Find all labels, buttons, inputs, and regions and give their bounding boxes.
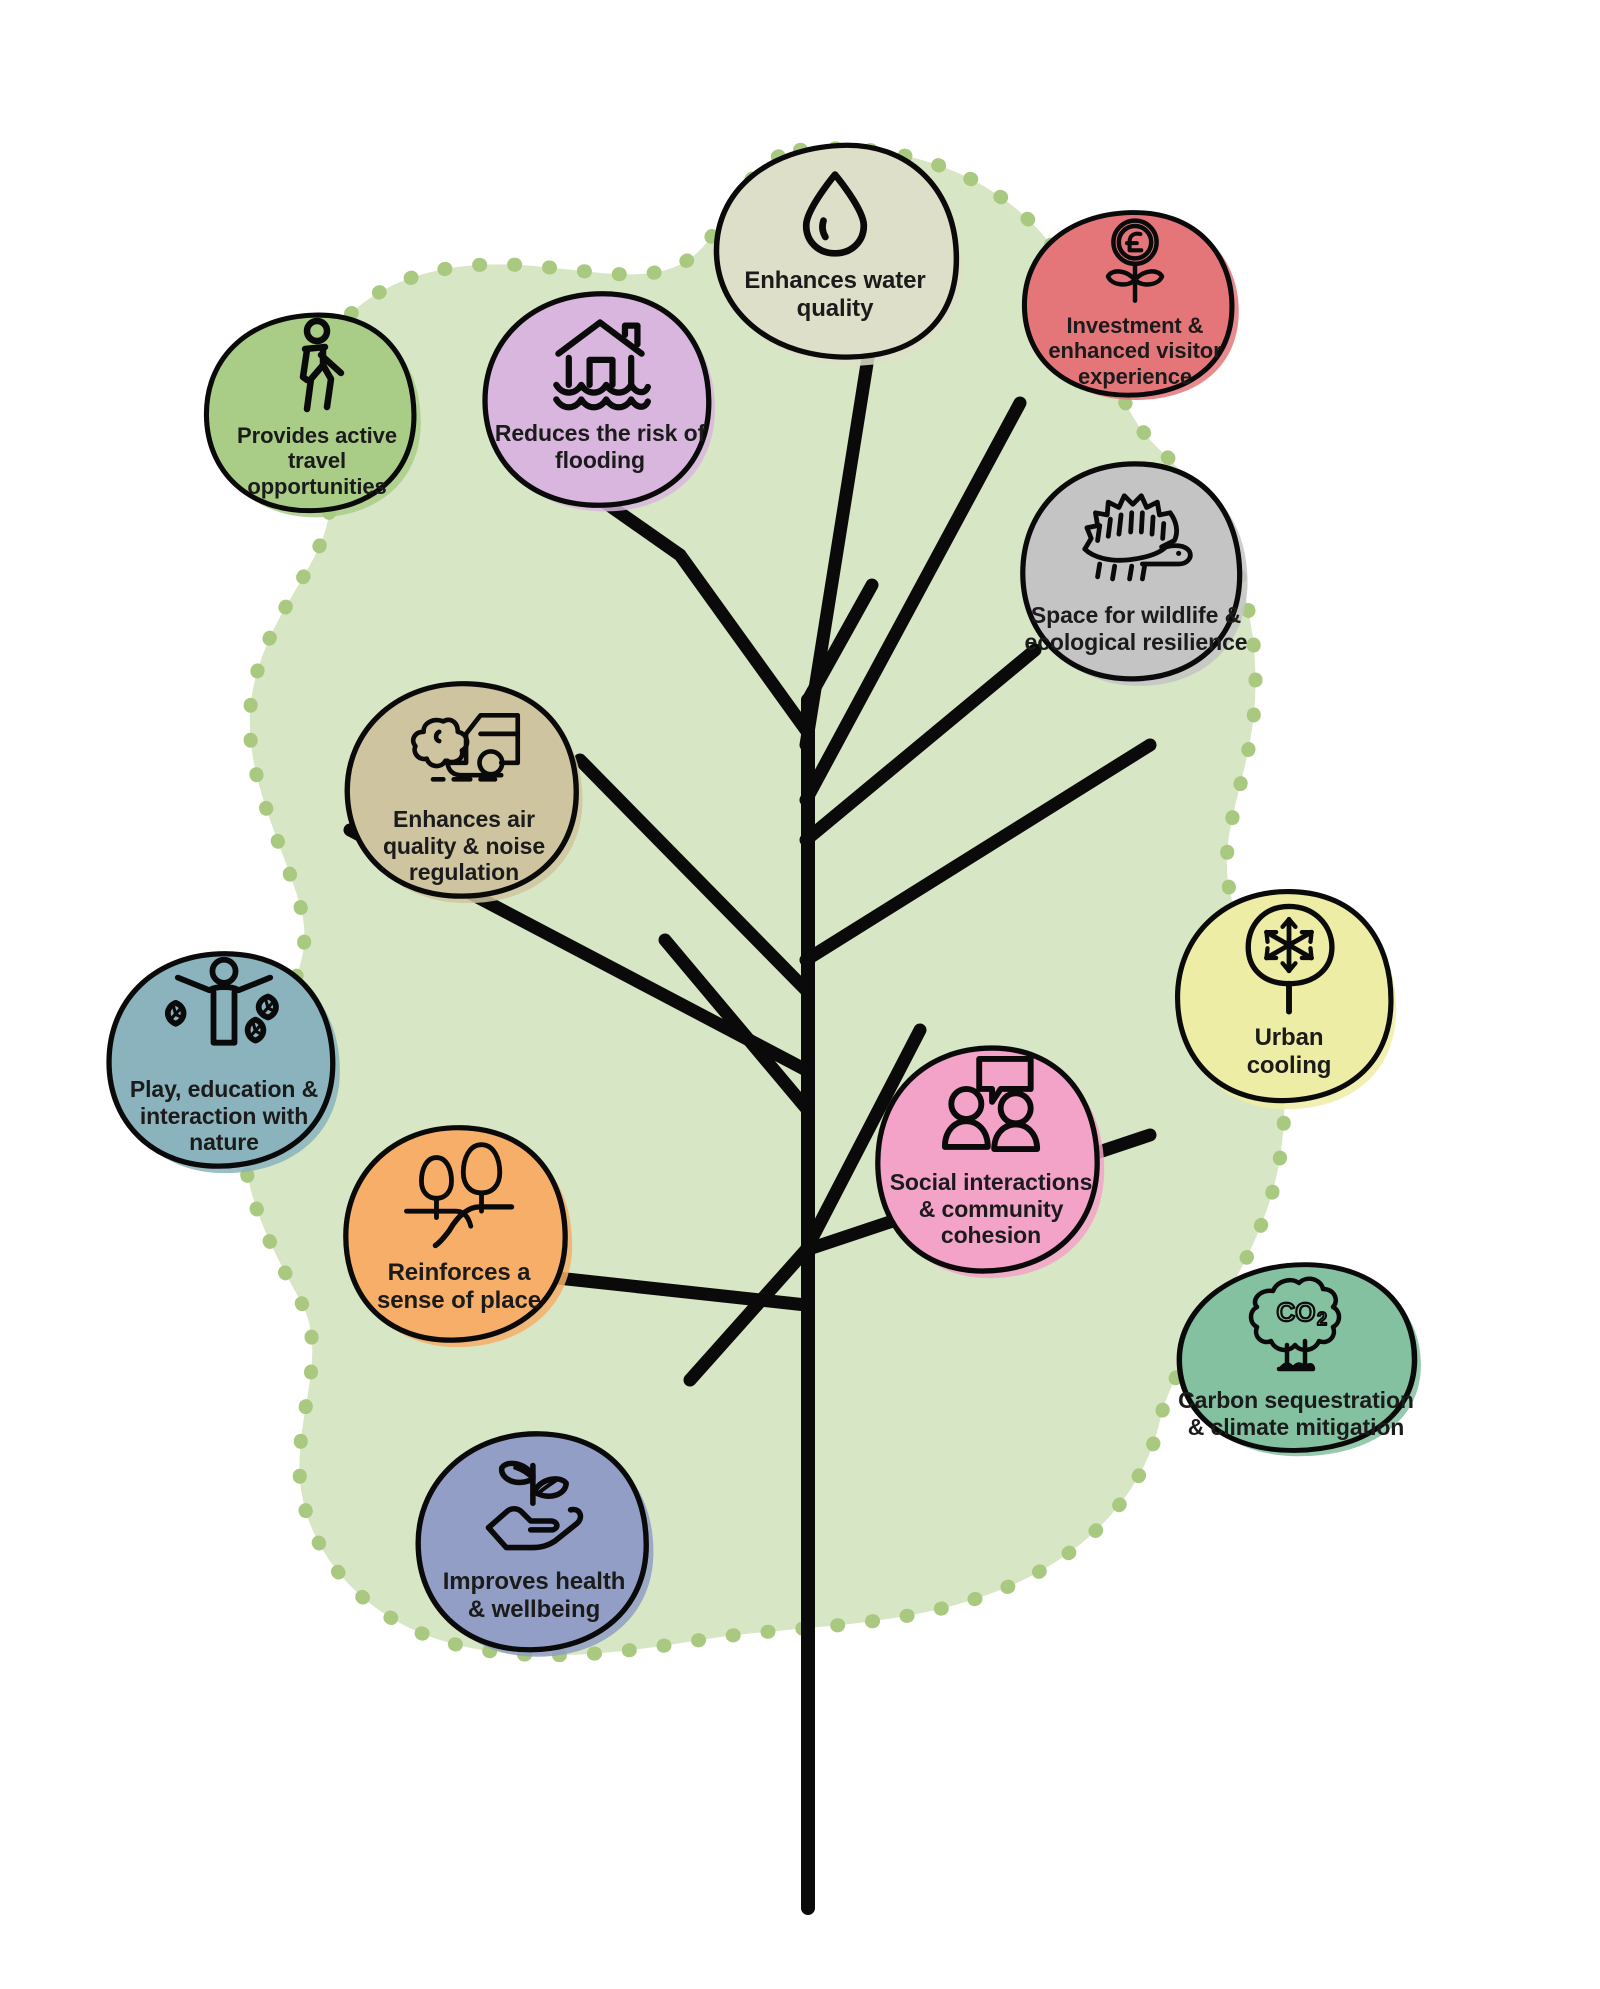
node-blob-shape (1021, 210, 1239, 401)
benefit-node-active-travel[interactable]: Provides active travel opportunities (192, 300, 442, 540)
tree-branch-6 (573, 753, 813, 997)
node-content: Enhances air quality & noise regulation (332, 668, 596, 918)
node-label: Space for wildlife & ecological resilien… (1024, 602, 1248, 655)
node-label: Provides active travel opportunities (237, 422, 397, 499)
car-exhaust-icon (402, 676, 526, 800)
benefit-node-social[interactable]: Social interactions & community cohesion (862, 1032, 1120, 1288)
node-blob-fill (415, 1431, 649, 1653)
node-blob-shape (875, 1045, 1105, 1279)
node-blob-shape (203, 312, 421, 518)
walking-person-icon (267, 317, 367, 417)
node-blob-fill (1176, 1262, 1418, 1453)
node-content: Investment & enhanced visitor experience (1010, 198, 1260, 430)
node-content: Reinforces a sense of place (330, 1112, 588, 1362)
co2-tree-icon: CO 2 (1241, 1271, 1351, 1381)
hedgehog-icon (1072, 468, 1200, 596)
people-speech-icon (932, 1045, 1050, 1163)
tree-branch-5 (799, 738, 1157, 967)
node-content: Reduces the risk of flooding (470, 278, 730, 528)
benefit-node-air-quality[interactable]: Enhances air quality & noise regulation (332, 668, 596, 918)
node-label: Urban cooling (1246, 1024, 1332, 1079)
tree-branch-2 (799, 338, 877, 752)
tree-branch-8 (658, 933, 813, 1115)
node-blob-shape (482, 291, 715, 512)
benefit-node-water-quality[interactable]: Enhances water quality (700, 128, 970, 378)
benefit-node-sense-of-place[interactable]: Reinforces a sense of place (330, 1112, 588, 1362)
flooded-house-icon (548, 310, 652, 414)
benefit-node-investment[interactable]: Investment & enhanced visitor experience (1010, 198, 1260, 430)
money-plant-icon (1090, 217, 1180, 307)
node-label: Reduces the risk of flooding (494, 420, 706, 473)
node-content: Play, education & interaction with natur… (94, 938, 354, 1188)
node-label: Enhances air quality & noise regulation (382, 805, 546, 886)
svg-text:2: 2 (1317, 1309, 1327, 1329)
node-blob-fill (343, 1125, 568, 1343)
node-content: Social interactions & community cohesion (862, 1032, 1120, 1288)
benefit-node-health[interactable]: Improves health & wellbeing (402, 1418, 666, 1670)
node-label: Social interactions & community cohesion (889, 1168, 1093, 1249)
node-content: Enhances water quality (700, 128, 970, 378)
benefit-node-wildlife[interactable]: Space for wildlife & ecological resilien… (1008, 448, 1264, 700)
tree-branch-11 (683, 1243, 813, 1387)
node-content: Improves health & wellbeing (402, 1418, 666, 1670)
node-blob-fill (482, 291, 712, 508)
two-trees-icon (400, 1135, 518, 1253)
hand-sprout-icon (473, 1440, 595, 1562)
node-label: Play, education & interaction with natur… (129, 1075, 319, 1156)
person-nature-icon (161, 944, 287, 1070)
node-label: Investment & enhanced visitor experience (1048, 312, 1222, 389)
svg-text:CO: CO (1277, 1297, 1316, 1327)
benefit-node-flooding[interactable]: Reduces the risk of flooding (470, 278, 730, 528)
node-blob-fill (875, 1045, 1100, 1274)
node-blob-shape (343, 1125, 573, 1348)
tree-branch-4 (799, 643, 1042, 847)
node-label: Improves health & wellbeing (442, 1568, 626, 1623)
node-blob-fill (1021, 210, 1235, 398)
node-label: Reinforces a sense of place (376, 1259, 541, 1314)
node-blob-fill (1174, 889, 1394, 1104)
node-label: Enhances water quality (744, 267, 926, 322)
water-drop-icon (787, 165, 883, 261)
tree-branch-12 (523, 1268, 813, 1312)
tree-branch-3 (799, 396, 1027, 807)
node-label: Carbon sequestration & climate mitigatio… (1178, 1387, 1414, 1440)
tree-snowflake-icon (1230, 900, 1348, 1018)
benefit-node-urban-cooling[interactable]: Urban cooling (1162, 876, 1416, 1124)
benefit-node-play-education[interactable]: Play, education & interaction with natur… (94, 938, 354, 1188)
tree-branch-9 (799, 1023, 927, 1257)
node-content: Provides active travel opportunities (192, 300, 442, 540)
node-content: Space for wildlife & ecological resilien… (1008, 448, 1264, 700)
node-blob-fill (203, 312, 417, 514)
node-content: Urban cooling (1162, 876, 1416, 1124)
